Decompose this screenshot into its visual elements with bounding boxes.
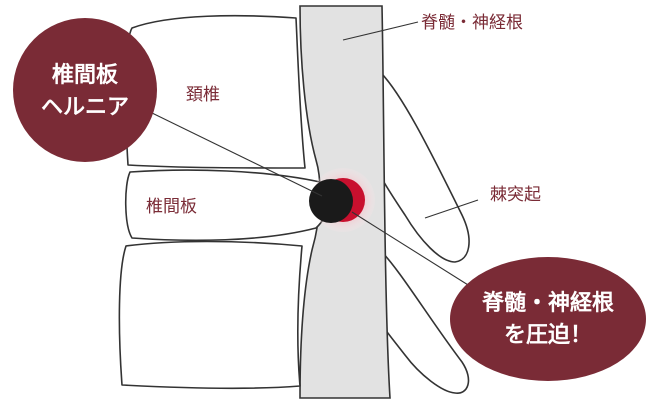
vertebra-bodies (118, 14, 306, 390)
label-spinous-process: 棘突起 (490, 185, 541, 205)
badge-compression: 脊髄・神経根 を圧迫！ (450, 257, 646, 381)
badge-hernia-circle (13, 18, 157, 162)
cervical-vertebra-lower (118, 240, 303, 390)
label-cervical-vertebra: 頚椎 (186, 85, 220, 105)
leader-spinous-process (424, 199, 479, 219)
badge-compression-oval (450, 257, 646, 381)
hernia-bulge (309, 179, 353, 223)
badge-compression-line2: を圧迫！ (504, 322, 592, 348)
spinous-process-lower (379, 249, 470, 394)
label-intervertebral-disc: 椎間板 (146, 197, 197, 217)
intervertebral-disc (124, 169, 329, 242)
spinous-processes (377, 69, 470, 394)
label-spinal-cord-top: 脊髄・神経根 (421, 13, 523, 33)
leader-hernia (149, 111, 323, 197)
leader-spinal-cord (342, 21, 419, 41)
badge-hernia-line2: ヘルニア (41, 95, 129, 120)
badge-compression-line1: 脊髄・神経根 (481, 290, 614, 316)
badge-hernia: 椎間板 ヘルニア (13, 18, 157, 162)
badge-hernia-line1: 椎間板 (52, 62, 119, 88)
spinous-process-upper (377, 69, 470, 263)
hernia (309, 168, 375, 232)
